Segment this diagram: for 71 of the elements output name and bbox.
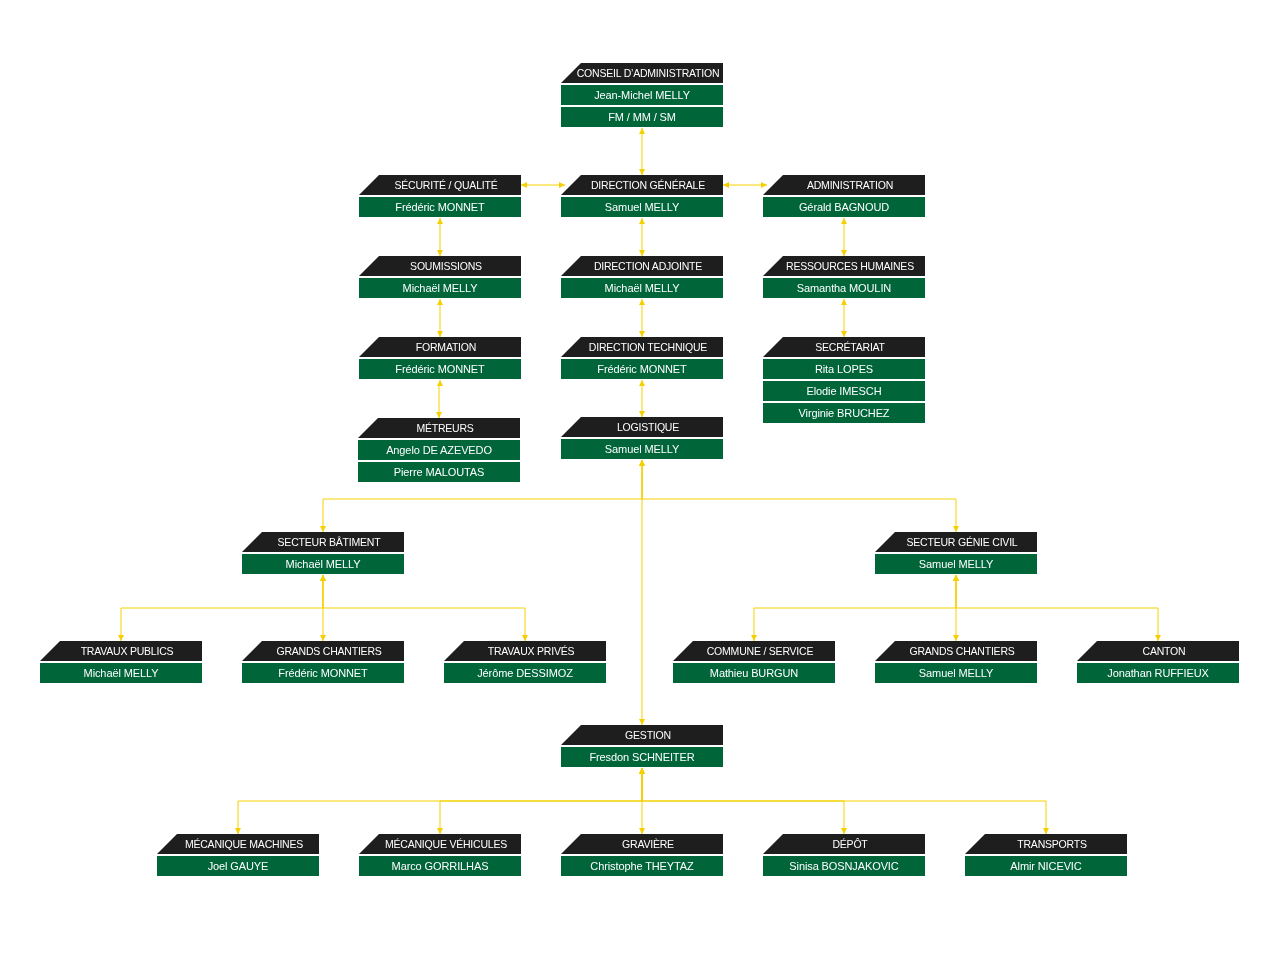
- unit-title-band: GRANDS CHANTIERS: [875, 641, 1037, 661]
- name-band: Michaël MELLY: [561, 278, 723, 298]
- name-band: Virginie BRUCHEZ: [763, 403, 925, 423]
- name-band: Almir NICEVIC: [965, 856, 1127, 876]
- connector-arrow: [320, 574, 528, 642]
- unit-title-band: DIRECTION TECHNIQUE: [561, 337, 723, 357]
- connector-arrow: [841, 217, 847, 257]
- name-band: Joel GAUYE: [157, 856, 319, 876]
- unit-title-band: SOUMISSIONS: [359, 256, 521, 276]
- connector-arrow: [436, 379, 443, 419]
- connector-arrow: [639, 217, 645, 257]
- name-band: Frédéric MONNET: [359, 359, 521, 379]
- name-band: Jean-Michel MELLY: [561, 85, 723, 105]
- unit-title-band: COMMUNE / SERVICE: [673, 641, 835, 661]
- name-band: FM / MM / SM: [561, 107, 723, 127]
- name-band: Michaël MELLY: [40, 663, 202, 683]
- name-band: Elodie IMESCH: [763, 381, 925, 401]
- name-band: Marco GORRILHAS: [359, 856, 521, 876]
- name-band: Rita LOPES: [763, 359, 925, 379]
- unit-title-band: TRAVAUX PRIVÉS: [444, 641, 606, 661]
- unit-title-band: DIRECTION GÉNÉRALE: [561, 175, 723, 195]
- unit-title-band: MÉCANIQUE VÉHICULES: [359, 834, 521, 854]
- unit-title-band: SECTEUR GÉNIE CIVIL: [875, 532, 1037, 552]
- name-band: Jérôme DESSIMOZ: [444, 663, 606, 683]
- unit-title-band: SÉCURITÉ / QUALITÉ: [359, 175, 521, 195]
- connector-arrow: [639, 379, 645, 418]
- name-band: Gérald BAGNOUD: [763, 197, 925, 217]
- unit-title-band: SECRÉTARIAT: [763, 337, 925, 357]
- name-band: Fresdon SCHNEITER: [561, 747, 723, 767]
- unit-title-band: RESSOURCES HUMAINES: [763, 256, 925, 276]
- name-band: Pierre MALOUTAS: [358, 462, 520, 482]
- unit-title-band: TRANSPORTS: [965, 834, 1127, 854]
- connector-arrow: [437, 217, 443, 257]
- unit-title-band: GESTION: [561, 725, 723, 745]
- connector-arrow: [722, 182, 768, 188]
- name-band: Christophe THEYTAZ: [561, 856, 723, 876]
- unit-title-band: DIRECTION ADJOINTE: [561, 256, 723, 276]
- name-band: Mathieu BURGUN: [673, 663, 835, 683]
- name-band: Jonathan RUFFIEUX: [1077, 663, 1239, 683]
- connector-arrow: [639, 767, 1049, 835]
- name-band: Samuel MELLY: [875, 663, 1037, 683]
- connector-arrow: [639, 127, 645, 176]
- unit-title-band: MÉTREURS: [358, 418, 520, 438]
- name-band: Samuel MELLY: [561, 197, 723, 217]
- connector-arrow: [639, 459, 645, 726]
- unit-title-band: GRAVIÈRE: [561, 834, 723, 854]
- unit-title-band: MÉCANIQUE MACHINES: [157, 834, 319, 854]
- name-band: Angelo DE AZEVEDO: [358, 440, 520, 460]
- unit-title-band: LOGISTIQUE: [561, 417, 723, 437]
- unit-title-band: SECTEUR BÂTIMENT: [242, 532, 404, 552]
- connector-arrow: [520, 182, 566, 188]
- name-band: Sinisa BOSNJAKOVIC: [763, 856, 925, 876]
- name-band: Michaël MELLY: [242, 554, 404, 574]
- name-band: Michaël MELLY: [359, 278, 521, 298]
- name-band: Samuel MELLY: [875, 554, 1037, 574]
- connector-arrow: [639, 298, 645, 338]
- unit-title-band: ADMINISTRATION: [763, 175, 925, 195]
- unit-title-band: DÉPÔT: [763, 834, 925, 854]
- connector-arrow: [841, 298, 847, 338]
- unit-title-band: TRAVAUX PUBLICS: [40, 641, 202, 661]
- unit-title-band: CONSEIL D’ADMINISTRATION: [561, 63, 723, 83]
- name-band: Samantha MOULIN: [763, 278, 925, 298]
- unit-title-band: FORMATION: [359, 337, 521, 357]
- name-band: Frédéric MONNET: [561, 359, 723, 379]
- unit-title-band: GRANDS CHANTIERS: [242, 641, 404, 661]
- connector-arrow: [437, 298, 443, 338]
- unit-title-band: CANTON: [1077, 641, 1239, 661]
- connector-arrow: [953, 574, 1161, 642]
- name-band: Frédéric MONNET: [242, 663, 404, 683]
- name-band: Samuel MELLY: [561, 439, 723, 459]
- name-band: Frédéric MONNET: [359, 197, 521, 217]
